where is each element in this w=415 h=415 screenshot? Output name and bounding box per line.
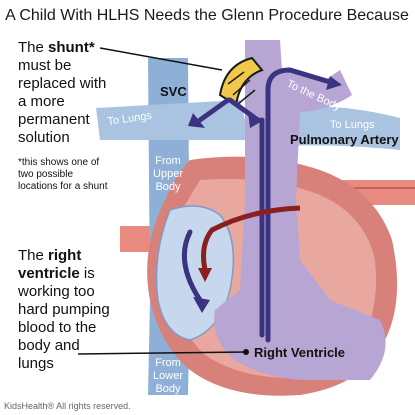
ventricle-note-line5: blood to the [18, 319, 96, 336]
ventricle-note-line6: body and [18, 337, 80, 354]
copyright: KidsHealth® All rights reserved. [4, 401, 131, 411]
shunt-pointer [99, 47, 223, 71]
label-from-upper-1: From [155, 155, 181, 167]
right-atrium [155, 205, 235, 341]
ventricle-note-line3: working too [17, 283, 95, 300]
label-from-upper-3: Body [155, 181, 181, 193]
shunt-note-line2: must be [18, 57, 71, 74]
label-from-lower-2: Lower [153, 370, 183, 382]
ventricle-note-line7: lungs [18, 355, 54, 372]
shunt-note-line5: permanent [18, 111, 91, 128]
label-from-upper-2: Upper [153, 168, 183, 180]
red-flow-arrow [201, 205, 301, 271]
shunt [218, 56, 264, 107]
footnote-line2: two possible [18, 169, 73, 180]
ventricle-note-line1: The right [18, 247, 81, 264]
shunt-note-line4: a more [18, 93, 65, 110]
shunt-note-line3: replaced with [18, 75, 106, 92]
arrowheads [188, 76, 342, 313]
shunt-note-line1: The shunt* [18, 39, 95, 56]
label-pulmonary-artery: Pulmonary Artery [290, 132, 399, 147]
ventricle-note-line2: ventricle is [18, 265, 95, 282]
shunt-note-line6: solution [18, 129, 70, 146]
label-to-lungs-right: To Lungs [330, 119, 375, 131]
pulmonary-trunk [214, 40, 386, 381]
footnote-line1: *this shows one of [18, 157, 99, 168]
ventricle-note-line4: hard pumping [18, 301, 110, 318]
label-svc: SVC [160, 84, 187, 99]
label-from-lower-3: Body [155, 383, 181, 395]
label-from-lower-1: From [155, 357, 181, 369]
ventricle-pointer [77, 351, 247, 355]
diagram-title: A Child With HLHS Needs the Glenn Proced… [5, 7, 409, 24]
footnote-line3: locations for a shunt [18, 181, 108, 192]
label-right-ventricle: Right Ventricle [254, 345, 345, 360]
blood-flow-arrows [181, 67, 333, 343]
